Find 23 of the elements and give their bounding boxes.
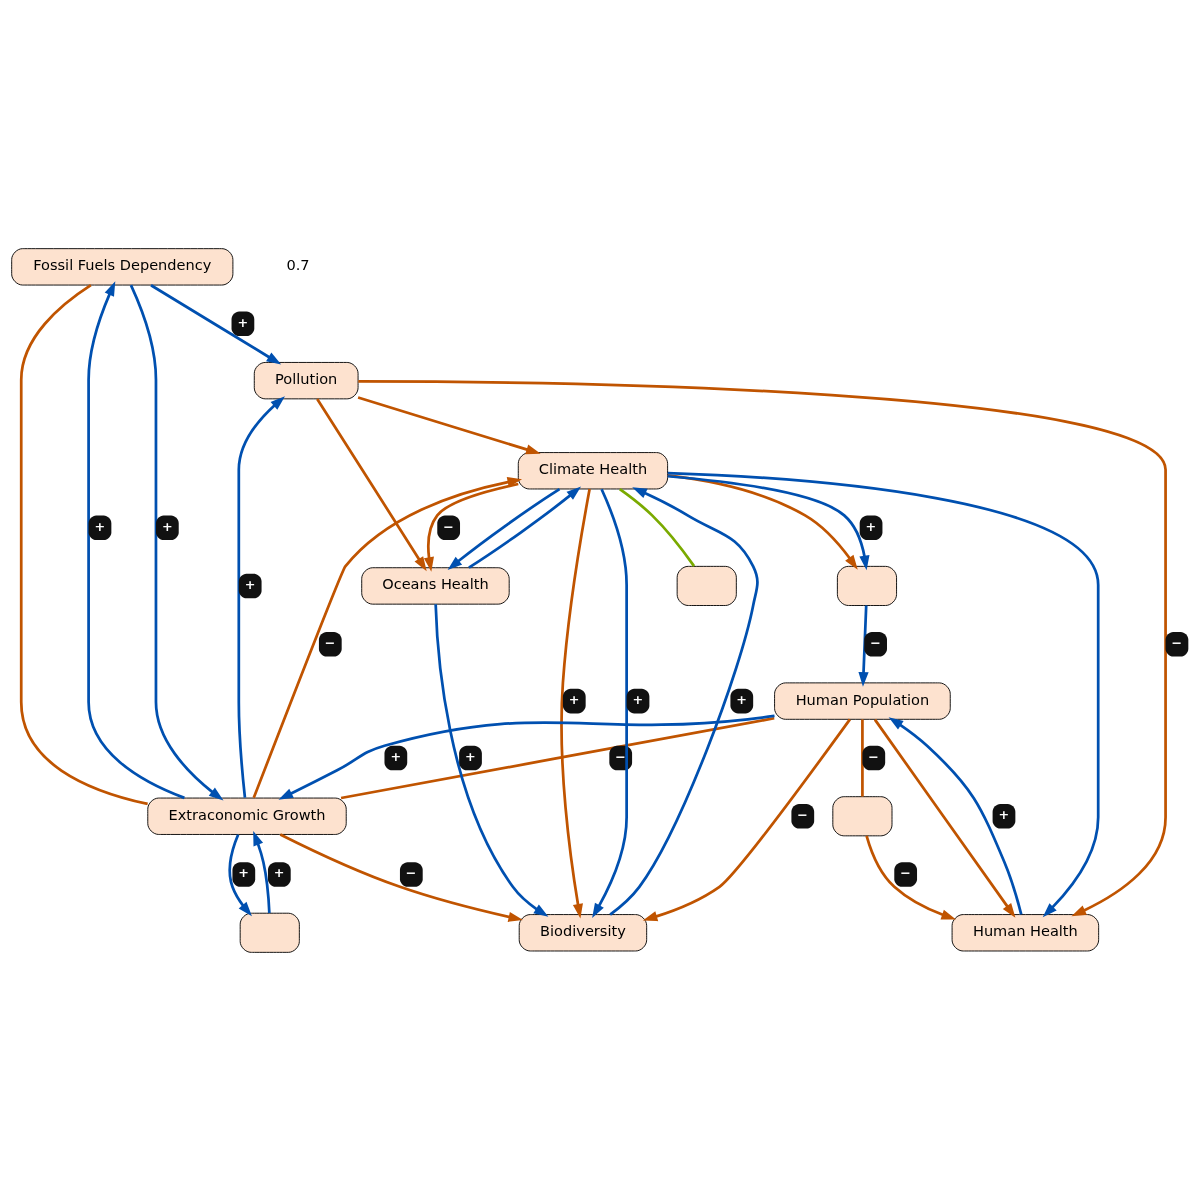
edge-label: +: [390, 748, 402, 764]
edge-label: −: [797, 806, 808, 822]
edge-label: +: [273, 864, 285, 880]
edge-label: +: [632, 691, 644, 707]
edge-label: −: [900, 864, 911, 880]
edge-label: +: [238, 864, 250, 880]
edge-label: +: [998, 806, 1010, 822]
edge-label: −: [868, 748, 879, 764]
label: 0.7: [286, 255, 310, 273]
edge-label: +: [465, 748, 476, 764]
edge-label: −: [443, 518, 454, 534]
edge-label: +: [568, 691, 580, 707]
edge-label: +: [237, 314, 249, 330]
edge-label: −: [1171, 634, 1183, 650]
edge-label: −: [324, 634, 336, 650]
edge-label: −: [615, 748, 626, 764]
edge-label: +: [94, 518, 106, 534]
edge-label: −: [405, 864, 417, 880]
edge-label: −: [870, 634, 881, 650]
edge-label: +: [736, 691, 747, 707]
edge-label: +: [161, 518, 173, 534]
edge-label: +: [244, 576, 256, 592]
edge-label: +: [865, 518, 877, 534]
